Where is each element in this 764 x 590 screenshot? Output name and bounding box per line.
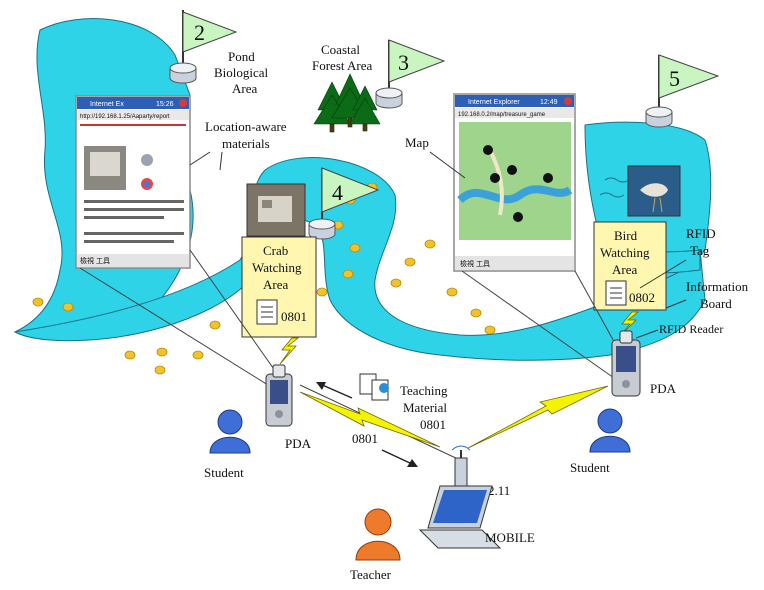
- svg-text:Forest Area: Forest Area: [312, 58, 373, 73]
- coastal-area-label: Coastal Forest Area: [312, 42, 373, 73]
- svg-text:Coastal: Coastal: [321, 42, 360, 57]
- student-left-label: Student: [204, 465, 244, 480]
- svg-text:Internet Explorer: Internet Explorer: [468, 99, 520, 106]
- svg-text:0801: 0801: [420, 417, 446, 432]
- tree-icon: [313, 73, 381, 133]
- svg-text:Internet Ex: Internet Ex: [90, 101, 124, 108]
- flag-4-sensor: [308, 218, 336, 240]
- svg-text:Bird: Bird: [614, 228, 638, 243]
- svg-text:檢視 工具: 檢視 工具: [460, 259, 490, 268]
- teacher-label: Teacher: [350, 567, 392, 582]
- access-point-icon: [451, 445, 471, 487]
- upload-arrow: [381, 449, 418, 467]
- map-callout: Map: [405, 135, 466, 179]
- flag-3-sensor: [375, 87, 403, 109]
- flag-5: 5: [645, 54, 720, 128]
- svg-text:Pond: Pond: [228, 49, 255, 64]
- flag-2-number: 2: [194, 20, 205, 45]
- svg-text:12:49: 12:49: [540, 99, 558, 106]
- left-pda-screen: Internet Ex 15:26 http://192.168.1.25/Aa…: [75, 95, 191, 269]
- svg-text:Teaching: Teaching: [400, 383, 448, 398]
- pond-area-label: Pond Biological Area: [214, 49, 269, 96]
- bird-photo: [627, 165, 681, 217]
- rfid-signal-bolts: [279, 311, 640, 365]
- svg-text:Information: Information: [686, 279, 749, 294]
- download-arrow: [316, 382, 353, 399]
- svg-text:Watching: Watching: [252, 260, 302, 275]
- teacher-icon: [355, 508, 401, 561]
- svg-text:Area: Area: [612, 262, 637, 277]
- flag-4: 4: [308, 167, 380, 240]
- rfid-tag-callout: RFID Tag: [639, 226, 716, 289]
- flag-3-number: 3: [398, 50, 409, 75]
- pda-device-left: [265, 364, 293, 427]
- svg-text:Crab: Crab: [263, 243, 288, 258]
- svg-text:Watching: Watching: [600, 245, 650, 260]
- document-icon: [359, 373, 389, 401]
- svg-text:檢視 工具: 檢視 工具: [80, 256, 110, 265]
- svg-text:Biological: Biological: [214, 65, 269, 80]
- crab-photo: [246, 183, 306, 237]
- svg-text:Location-aware: Location-aware: [205, 119, 287, 134]
- flag-5-sensor: [645, 106, 673, 128]
- pda-left-label: PDA: [285, 436, 312, 451]
- svg-text:Board: Board: [700, 296, 732, 311]
- pda-right-label: PDA: [650, 381, 677, 396]
- info-board-callout: Information Board: [665, 279, 749, 311]
- svg-text:http://192.168.1.25/Aaparty/re: http://192.168.1.25/Aaparty/report: [80, 114, 170, 120]
- student-left-icon: [209, 409, 251, 454]
- svg-text:192.168.0.2/map/treasure_game: 192.168.0.2/map/treasure_game: [458, 112, 546, 118]
- svg-text:Map: Map: [405, 135, 429, 150]
- svg-text:materials: materials: [222, 136, 270, 151]
- crab-tag-id: 0801: [281, 309, 307, 324]
- flag-3: 3: [375, 39, 446, 109]
- student-right-icon: [589, 408, 631, 453]
- svg-text:RFID Reader: RFID Reader: [659, 322, 723, 336]
- water-ripples: [599, 177, 630, 198]
- svg-text:15:26: 15:26: [156, 101, 174, 108]
- pda-device-right: [611, 330, 641, 397]
- svg-text:Area: Area: [232, 81, 257, 96]
- student-right-label: Student: [570, 460, 610, 475]
- rfid-reader-callout: RFID Reader: [635, 322, 723, 339]
- svg-text:Tag: Tag: [690, 243, 710, 258]
- crab-watching-board: Crab Watching Area 0801: [241, 236, 317, 338]
- laptop-icon: [418, 485, 502, 549]
- laptop-label: MOBILE: [485, 530, 535, 545]
- rfid-tag-icon-right: [605, 280, 627, 306]
- location-aware-callout: Location-aware materials: [189, 119, 287, 171]
- bird-tag-id: 0802: [629, 290, 655, 305]
- flag-5-number: 5: [669, 66, 680, 91]
- rfid-tag-icon-left: [256, 299, 278, 325]
- svg-text:RFID: RFID: [686, 226, 716, 241]
- wireless-bolts: [299, 385, 609, 449]
- bird-watching-board: Bird Watching Area 0802: [593, 221, 667, 311]
- right-pda-screen: Internet Explorer 12:49 192.168.0.2/map/…: [453, 93, 576, 272]
- svg-text:Area: Area: [263, 277, 288, 292]
- upload-id-label: 0801: [352, 431, 378, 446]
- flag-2-sensor: [169, 62, 197, 84]
- flag-4-number: 4: [332, 180, 343, 205]
- flag-2: 2: [169, 10, 238, 84]
- svg-text:Material: Material: [403, 400, 447, 415]
- teaching-material-label: Teaching Material 0801: [400, 383, 448, 432]
